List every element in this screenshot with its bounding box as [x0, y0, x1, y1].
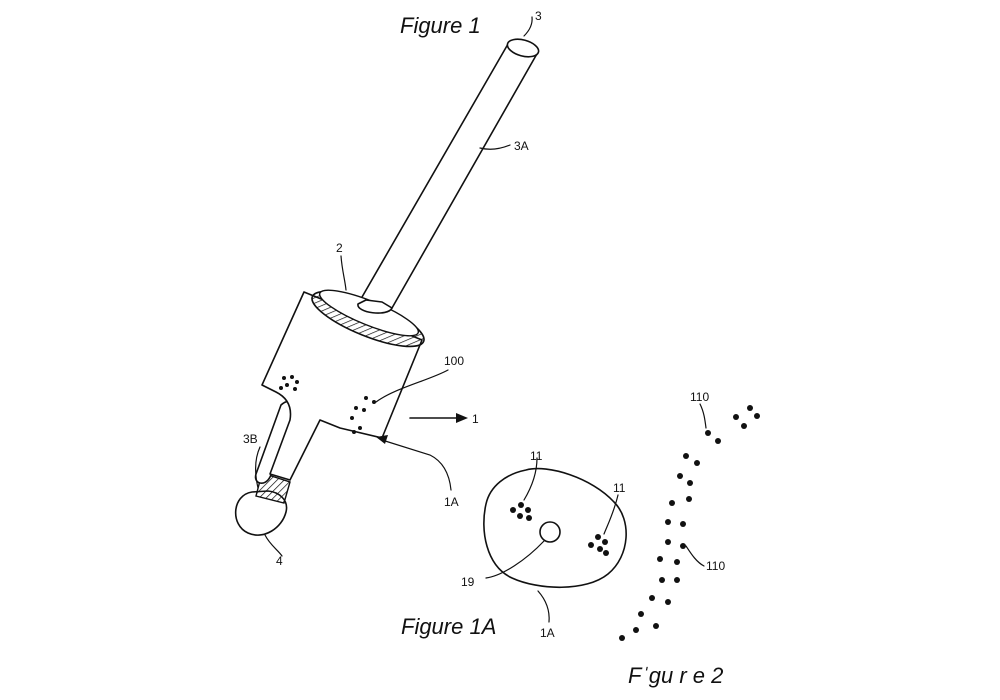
label-11-right: 11 [613, 481, 626, 495]
figure-1a-shape [483, 457, 627, 623]
label-1a-outline: 1A [540, 626, 555, 640]
label-3b: 3B [243, 432, 258, 446]
label-4: 4 [276, 554, 283, 568]
dots-11-left [510, 502, 532, 521]
label-1: 1 [472, 412, 479, 426]
label-11-left: 11 [530, 449, 543, 463]
label-110-bottom: 110 [706, 559, 725, 573]
label-3a: 3A [514, 139, 529, 153]
dots-11-right [588, 534, 609, 556]
figure-2-dot-path [619, 403, 760, 641]
body-dots-left [279, 375, 299, 391]
label-110-top: 110 [690, 390, 709, 404]
rod-3a [357, 38, 540, 309]
label-19: 19 [461, 575, 475, 589]
body-2 [261, 289, 425, 481]
body-dots-100 [350, 396, 376, 434]
figure-1-device [234, 16, 540, 557]
label-3: 3 [535, 9, 542, 23]
label-100: 100 [444, 354, 464, 368]
figure-2-caption: Fˈgu r e 2 [628, 663, 723, 688]
figure-1a-caption: Figure 1A [401, 614, 496, 639]
label-1a: 1A [444, 495, 459, 509]
figure-1-caption: Figure 1 [400, 13, 481, 38]
label-2: 2 [336, 241, 343, 255]
